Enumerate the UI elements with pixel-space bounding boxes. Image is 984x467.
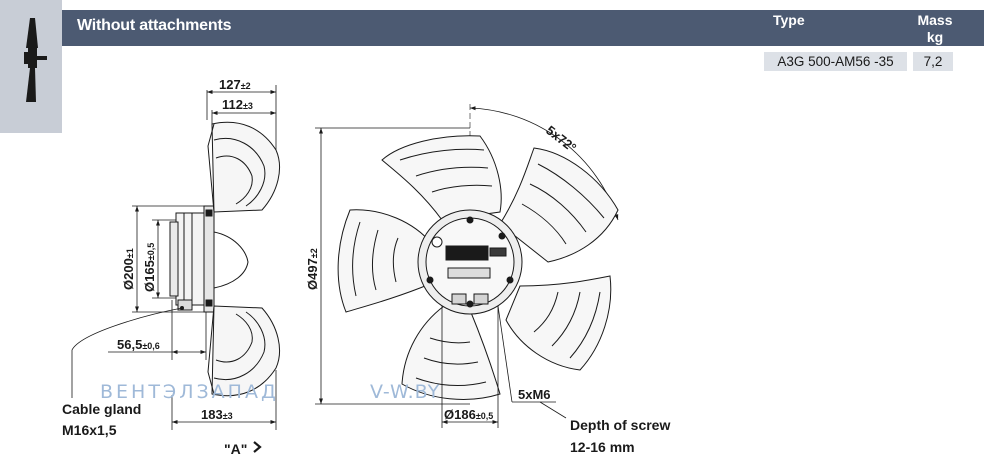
blade-right-lower: [505, 275, 612, 371]
cable-gland-leader: [71, 307, 183, 398]
header-band: [62, 10, 984, 46]
upper-blade-side: [211, 121, 280, 213]
motor-body: [175, 212, 207, 306]
fan-side-icon: [24, 18, 47, 102]
dim-200: [132, 205, 204, 313]
rating-plate-dark: [445, 245, 489, 261]
dim-200-label: Ø200±1: [121, 248, 136, 290]
view-arrow-icon: [253, 441, 262, 453]
lower-blade-side: [211, 305, 280, 397]
blade-right-upper: [499, 147, 619, 263]
screw-label: 5xM6: [518, 387, 551, 402]
page-title: Without attachments: [77, 17, 232, 34]
rating-plate: [447, 267, 491, 279]
dim-165: [152, 219, 176, 299]
flange: [203, 205, 215, 313]
depth-note: Depth of screw: [570, 417, 670, 433]
dim-186: [441, 306, 499, 428]
type-value-cell: A3G 500-AM56 -35: [764, 52, 907, 71]
type-column-header: Type: [773, 12, 805, 28]
angle-label: 5x72°: [543, 123, 579, 156]
dim-127-label: 127±2: [219, 77, 251, 92]
mass-value-cell: 7,2: [913, 52, 953, 71]
side-icon-panel: [0, 0, 62, 133]
side-view: [169, 121, 280, 397]
cable-gland-note: Cable gland: [62, 401, 141, 417]
dim-183-label: 183±3: [201, 407, 233, 422]
dim-497: [315, 127, 470, 405]
mass-label: Mass: [917, 12, 953, 28]
depth-leader: [539, 401, 567, 419]
screw-leader: [497, 305, 513, 403]
dim-56-label: 56,5±0,6: [117, 337, 160, 352]
dim-186-label: Ø186±0,5: [444, 407, 493, 422]
dim-112: [211, 110, 276, 124]
blade-top: [381, 135, 502, 221]
mass-column-header: Mass kg: [912, 12, 958, 46]
dim-165-label: Ø165±0,5: [142, 243, 157, 292]
dim-497-label: Ø497±2: [305, 248, 320, 290]
cable-gland-size: M16x1,5: [62, 422, 117, 438]
dim-127: [206, 85, 277, 150]
view-a-label: "A": [224, 441, 247, 457]
cable-gland: [177, 299, 193, 311]
depth-size: 12-16 mm: [570, 439, 635, 455]
watermark-left: ВЕНТЭЛЗАПАД: [100, 381, 279, 403]
watermark-right: V-W.BY: [370, 381, 440, 403]
cable-gland-dot: [180, 306, 184, 310]
screw-hole: [431, 236, 443, 248]
mass-unit: kg: [926, 29, 944, 45]
dim-183: [171, 370, 277, 430]
blade-bottom: [401, 305, 501, 400]
front-view: [337, 135, 619, 400]
dim-112-label: 112±3: [222, 97, 253, 112]
hub-inner: [425, 217, 515, 307]
blade-left: [337, 209, 433, 313]
